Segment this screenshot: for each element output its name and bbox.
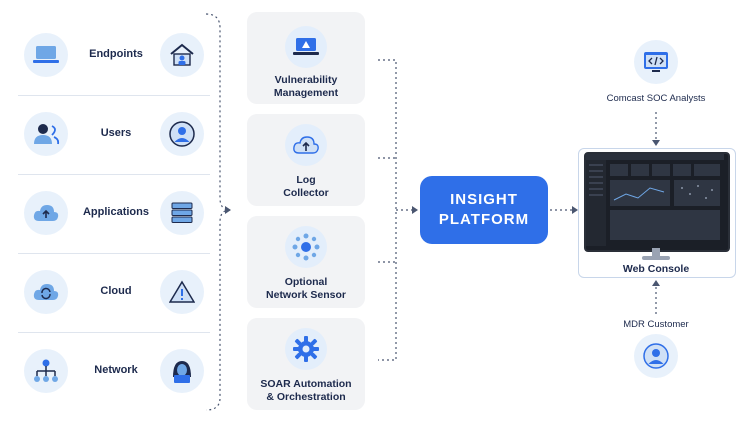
server-stack-icon [160,191,204,235]
home-user-icon [160,33,204,77]
warning-triangle-icon [160,270,204,314]
cloud-sync-icon [24,270,68,314]
code-window-icon [634,40,678,84]
source-row-cloud: Cloud [18,253,210,333]
cloud-upload-icon [285,124,327,166]
source-row-applications: Applications [18,174,210,254]
analysts-label: Comcast SOC Analysts [606,93,706,104]
source-row-endpoints: Endpoints [18,16,210,96]
service-card-log-collector: Log Collector [247,114,365,206]
service-label: Log Collector [283,174,329,199]
sensor-node-icon [285,226,327,268]
monitor-stand [642,248,670,260]
insight-platform: INSIGHT PLATFORM [420,176,548,244]
service-label: Optional Network Sensor [266,276,346,301]
service-card-soar: SOAR Automation & Orchestration [247,318,365,410]
bracket-arrow [225,206,231,214]
gear-icon [285,328,327,370]
laptop-icon [24,33,68,77]
service-card-network-sensor: Optional Network Sensor [247,216,365,308]
users-icon [24,112,68,156]
service-label: SOAR Automation & Orchestration [260,378,352,403]
laptop-warning-icon [285,26,327,68]
source-row-users: Users [18,95,210,175]
user-circle-icon [634,334,678,378]
service-card-vulnerability: Vulnerability Management [247,12,365,104]
platform-title-line1: INSIGHT [450,191,518,208]
web-console-label: Web Console [622,263,690,275]
monitor-screen [584,152,730,252]
mdr-customer-label: MDR Customer [623,319,689,330]
network-tree-icon [24,349,68,393]
source-label: Network [94,364,138,376]
user-circle-icon [160,112,204,156]
source-row-network: Network [18,332,210,411]
hacker-icon [160,349,204,393]
source-label: Users [100,127,132,139]
source-label: Endpoints [89,48,143,60]
service-label: Vulnerability Management [273,74,339,99]
cloud-upload-icon [24,191,68,235]
platform-title-line2: PLATFORM [438,211,530,228]
source-label: Applications [82,206,149,218]
source-label: Cloud [100,285,132,297]
